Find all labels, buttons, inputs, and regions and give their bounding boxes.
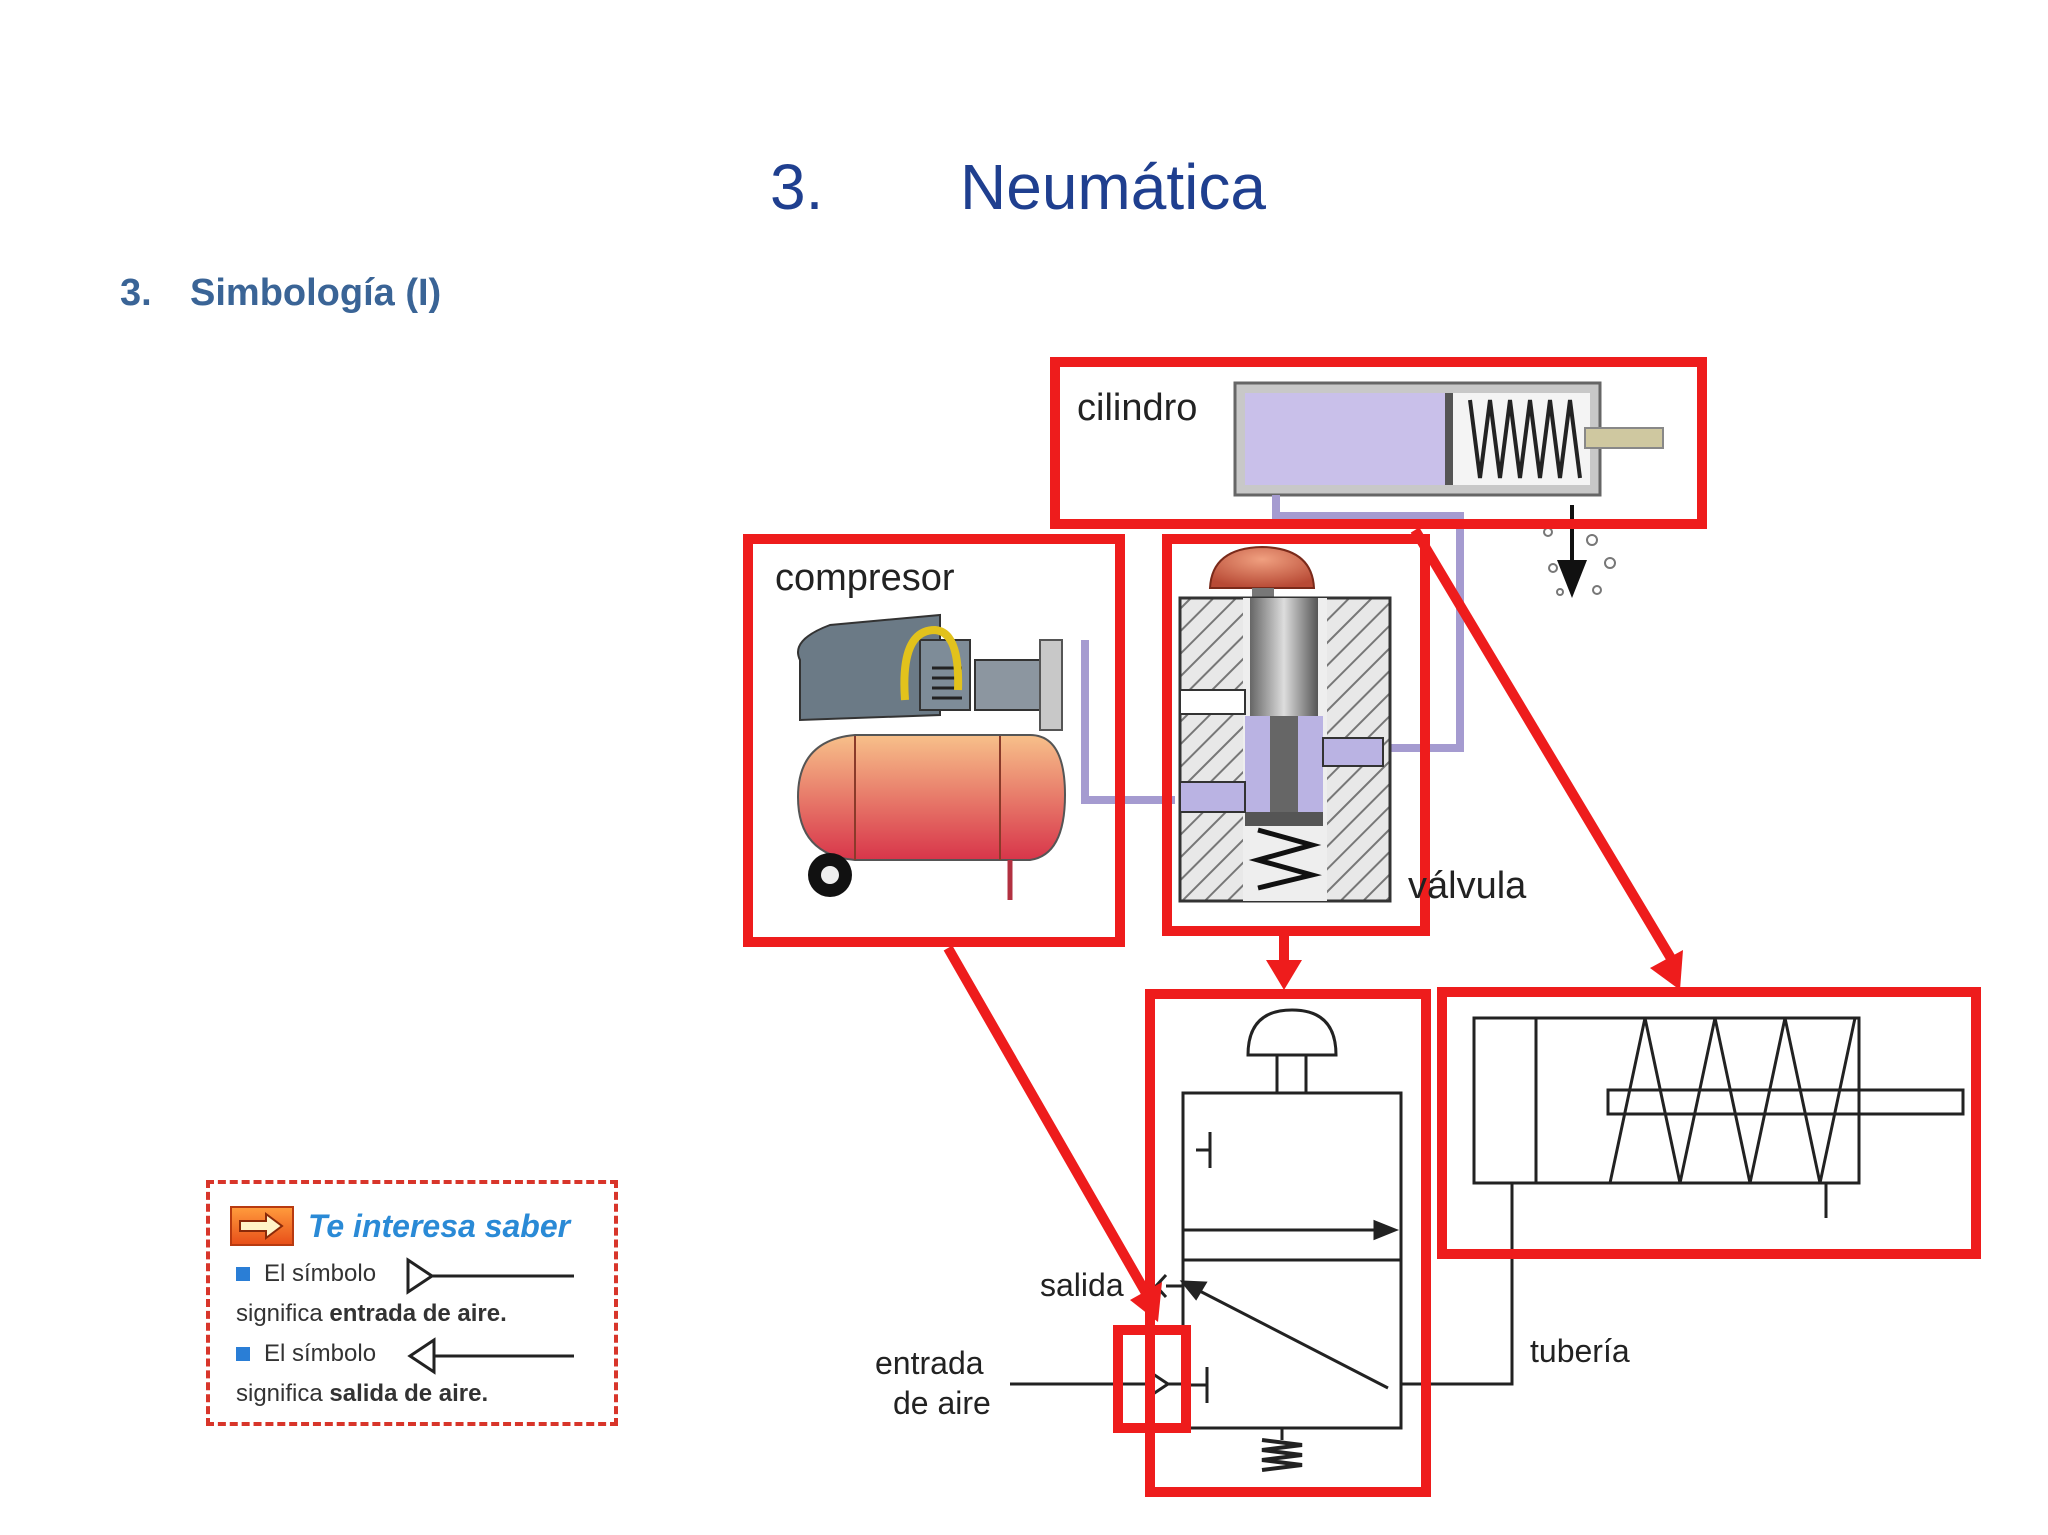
highlight-entrada-symbol [1113, 1325, 1191, 1433]
info-box-title: Te interesa saber [308, 1208, 571, 1244]
valve-illustration [1178, 545, 1392, 903]
label-entrada-line2: de aire [893, 1385, 991, 1421]
bullet-icon [236, 1267, 250, 1281]
label-tuberia: tubería [1530, 1333, 1630, 1369]
highlight-boxes [743, 357, 1981, 1497]
info-item-1: El símbolo [236, 1260, 376, 1288]
info-item-1-text-pre: significa [236, 1300, 330, 1327]
label-entrada-line1: entrada [875, 1345, 984, 1381]
label-compresor: compresor [775, 557, 955, 599]
info-item-1-text-bold: entrada de aire. [329, 1300, 507, 1327]
info-item-2-text-pre: significa [236, 1380, 330, 1407]
entrada-symbol-icon [406, 1257, 574, 1295]
arrow-cylinder [1410, 527, 1677, 963]
label-cilindro: cilindro [1077, 387, 1197, 429]
label-salida: salida [1040, 1267, 1124, 1303]
arrow-right-icon [230, 1206, 294, 1246]
info-item-1-text: significa entrada de aire. [236, 1300, 507, 1328]
cylinder-symbol [1472, 1016, 1965, 1218]
exhaust-arrow-icon [1543, 505, 1616, 598]
info-item-1-prefix: El símbolo [264, 1260, 377, 1287]
highlight-valve-illustration [1162, 534, 1430, 936]
highlight-cylinder-illustration [1050, 357, 1707, 529]
pipe-line [1401, 1183, 1514, 1386]
label-valvula: válvula [1408, 865, 1527, 907]
info-item-2: El símbolo [236, 1340, 376, 1368]
compressor-illustration [796, 613, 1067, 900]
subtitle-number: 3. [120, 272, 152, 314]
highlight-cylinder-symbol [1437, 987, 1981, 1259]
info-box: Te interesa saber El símbolo significa e… [206, 1180, 618, 1426]
highlight-arrows [943, 527, 1683, 1322]
info-item-2-prefix: El símbolo [264, 1340, 377, 1367]
arrow-compressor [943, 945, 1151, 1296]
salida-symbol-icon [407, 1337, 574, 1375]
bullet-icon [236, 1347, 250, 1361]
section-subtitle: 3. Simbología (I) [120, 272, 441, 315]
highlight-valve-symbol [1145, 989, 1431, 1497]
valve-symbol [1179, 1008, 1403, 1472]
cylinder-illustration [1233, 381, 1664, 497]
title-number: 3. [770, 151, 824, 223]
info-item-2-text-bold: salida de aire. [329, 1380, 489, 1407]
info-item-2-text: significa salida de aire. [236, 1380, 488, 1408]
slide-title: 3. Neumática [770, 150, 1266, 224]
highlight-compressor [743, 534, 1125, 947]
entrada-symbol [1010, 1369, 1183, 1399]
subtitle-text: Simbología (I) [190, 272, 442, 314]
title-text: Neumática [960, 151, 1266, 223]
air-pipes [1081, 495, 1464, 804]
